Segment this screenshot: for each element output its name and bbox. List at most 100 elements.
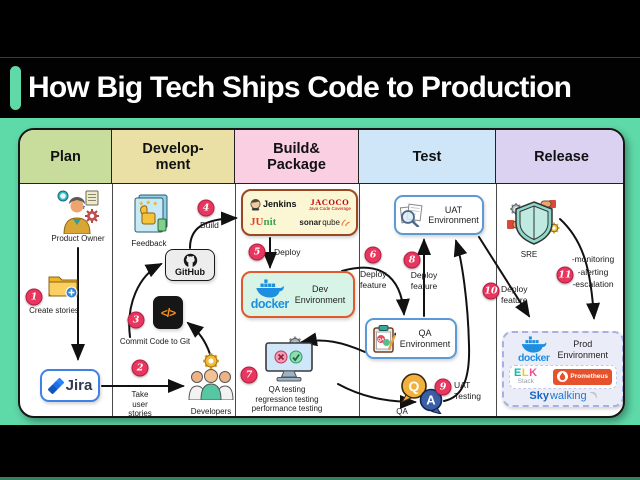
developers-label: Developers [190, 407, 232, 416]
column-header-row: Plan Develop-ment Build&Package Test Rel… [20, 130, 623, 184]
header-line: Plan [50, 148, 81, 165]
header-line: Package [267, 156, 326, 173]
column-divider [112, 184, 113, 416]
docker-label: docker [518, 352, 550, 364]
header-line: ment [155, 156, 191, 173]
elk-letters: ELK [514, 367, 538, 379]
skywalking-label-sky: Sky [529, 390, 549, 402]
header-line: Build& [273, 140, 320, 157]
docker-logo: docker [518, 336, 550, 364]
qa-testing-monitor-icon [265, 336, 313, 382]
column-header-test: Test [359, 130, 496, 184]
deploy-feature-8-label: Deploy feature [410, 270, 438, 291]
step-badge-11: 11 [556, 266, 574, 284]
title-accent-bar [10, 66, 21, 110]
step-badge-4: 4 [197, 199, 215, 217]
jacoco-subtitle: Java Code Coverage [308, 205, 351, 211]
column-divider [359, 184, 360, 416]
step-badge-6: 6 [364, 246, 382, 264]
step-badge-10: 10 [482, 282, 500, 300]
clipboard-qa-text: QA [377, 336, 385, 341]
prod-env-header: docker Prod Environment [509, 336, 617, 364]
github-octocat-icon [183, 253, 197, 267]
uat-testing-label: UAT Testing [454, 380, 481, 401]
dev-environment-box: docker Dev Environment [241, 271, 355, 318]
sre-icon [507, 200, 560, 245]
jacoco-label: JACOCO [310, 196, 350, 207]
diagram-card: Plan Develop-ment Build&Package Test Rel… [18, 128, 625, 418]
developers-icon [188, 353, 234, 400]
step-badge-7: 7 [240, 366, 258, 384]
prod-environment-box: docker Prod Environment ELK Stack Promet… [502, 331, 623, 407]
header-line: Test [412, 148, 442, 165]
qa-clipboard-icon: QA [372, 324, 396, 353]
qa-testing-label: QA testing regression testing performanc… [251, 385, 323, 413]
sre-label: SRE [520, 250, 538, 259]
build-label: Build [200, 220, 219, 230]
uat-review-docs-icon [400, 203, 423, 227]
column-header-development: Develop-ment [112, 130, 235, 184]
deploy-feature-6-label: Deploy feature [360, 269, 387, 290]
commit-code-icon: </> [153, 296, 183, 329]
uat-environment-box: UAT Environment [394, 195, 484, 235]
qa-environment-box: QA QA Environment [365, 318, 457, 359]
docker-whale-icon [255, 279, 284, 298]
feedback-label: Feedback [131, 239, 167, 248]
column-header-plan: Plan [20, 130, 112, 184]
docker-label: docker [250, 296, 290, 311]
jacoco-logo: JACOCO Java Code Coverage [309, 197, 351, 212]
bubble-a-text: A [426, 393, 436, 408]
letterbox-top [0, 0, 640, 57]
junit-logo: JUnit [250, 217, 276, 228]
take-user-stories-label: Take user stories [128, 390, 152, 418]
prometheus-flame-icon [557, 371, 569, 383]
github-box: GitHub [165, 249, 215, 281]
sonarqube-label-sonar: sonar [299, 218, 322, 228]
column-header-build-package: Build&Package [235, 130, 359, 184]
uat-environment-label: UAT Environment [428, 204, 479, 226]
product-owner-icon [57, 190, 99, 234]
progress-strip [0, 477, 640, 480]
prod-environment-label: Prod Environment [557, 339, 608, 360]
jenkins-label: Jenkins [263, 199, 297, 210]
skywalking-crescent-icon [588, 391, 597, 399]
jira-box: Jira [40, 369, 100, 402]
github-label: GitHub [175, 267, 205, 277]
step-badge-5: 5 [248, 243, 266, 261]
deploy-feature-10-label: Deploy feature [501, 284, 528, 305]
title-bar: How Big Tech Ships Code to Production [0, 57, 640, 118]
code-glyph: </> [160, 305, 176, 320]
junit-label-ju: JU [250, 216, 264, 229]
elk-stack-logo: ELK Stack [514, 368, 538, 386]
header-line: Develop- [142, 140, 204, 157]
docker-whale-icon [521, 336, 547, 353]
qa-chat-label: QA [396, 407, 408, 416]
sonarqube-label-qube: qube [322, 218, 340, 228]
letterbox-bottom [0, 425, 640, 477]
jenkins-logo: Jenkins [250, 198, 297, 211]
column-header-release: Release [496, 130, 623, 184]
create-stories-folder-icon [48, 276, 78, 299]
prometheus-logo: Prometheus [553, 368, 612, 385]
column-divider [496, 184, 497, 416]
skywalking-label-walking: walking [549, 390, 587, 402]
ci-tools-box: Jenkins JACOCO Java Code Coverage JUnit … [241, 189, 358, 236]
header-line: Release [534, 148, 589, 165]
sonarqube-swoosh-icon [341, 219, 350, 227]
qa-environment-label: QA Environment [399, 328, 451, 349]
docker-logo: docker [251, 279, 289, 311]
column-divider [235, 184, 236, 416]
qa-chat-icon: Q A [400, 373, 443, 414]
bubble-q-text: Q [409, 378, 420, 394]
jenkins-butler-icon [250, 198, 261, 211]
elk-stack-label: Stack [517, 378, 534, 385]
prometheus-label: Prometheus [570, 373, 608, 381]
step-badge-3: 3 [127, 311, 145, 329]
step-badge-2: 2 [131, 359, 149, 377]
step-badge-9: 9 [434, 378, 452, 396]
deploy-label: Deploy [274, 247, 301, 257]
junit-label-nit: nit [263, 216, 277, 229]
